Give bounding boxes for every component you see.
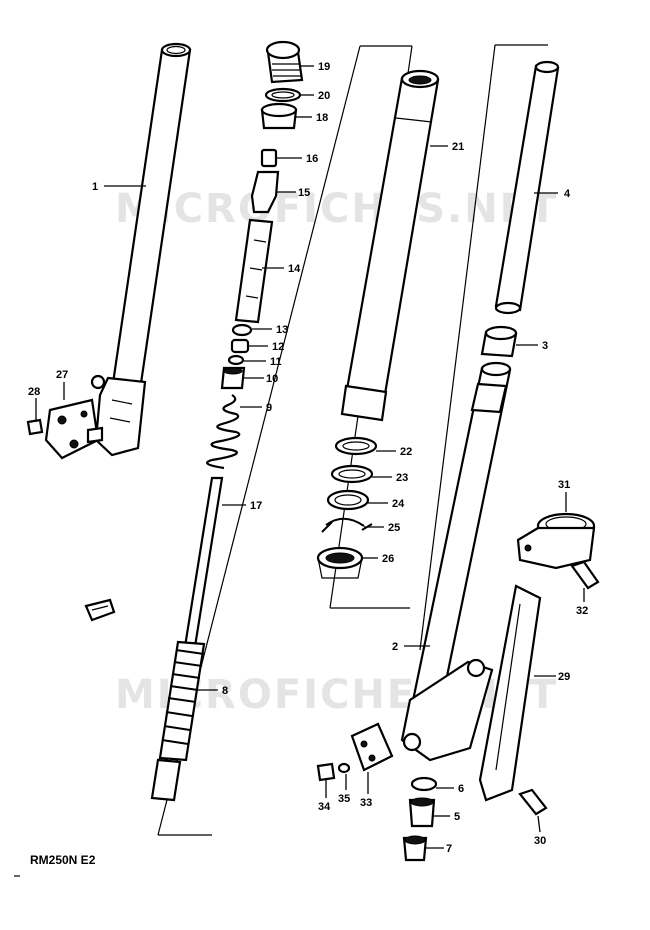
loose-nut bbox=[84, 598, 116, 622]
part-3-collar bbox=[480, 325, 518, 358]
part-12-collar bbox=[230, 338, 250, 354]
callout-13: 13 bbox=[276, 324, 288, 336]
callout-15: 15 bbox=[298, 187, 310, 199]
part-18-washer bbox=[260, 102, 298, 130]
part-13-ring bbox=[231, 323, 253, 337]
callout-30: 30 bbox=[534, 835, 546, 847]
callout-19: 19 bbox=[318, 61, 330, 73]
callout-17: 17 bbox=[250, 500, 262, 512]
callout-14: 14 bbox=[288, 263, 301, 275]
reference-code: RM250N E2 bbox=[30, 853, 96, 867]
callout-labels: 1 2 3 4 5 6 7 8 9 10 11 12 13 14 15 16 1… bbox=[28, 61, 588, 855]
part-2-inner-tube-lower bbox=[400, 361, 512, 762]
part-24-oil-seal bbox=[326, 489, 370, 511]
leader-lines bbox=[35, 65, 585, 849]
part-10-nut bbox=[220, 366, 246, 390]
callout-35: 35 bbox=[338, 793, 350, 805]
part-8-fork-spring bbox=[150, 640, 206, 802]
callout-3: 3 bbox=[542, 340, 548, 352]
callout-7: 7 bbox=[446, 843, 452, 855]
callout-22: 22 bbox=[400, 446, 412, 458]
callout-29: 29 bbox=[558, 671, 570, 683]
part-5-bolt bbox=[408, 797, 436, 828]
part-31-guard-clamp bbox=[516, 512, 596, 570]
part-33-caliper-bracket bbox=[350, 722, 394, 772]
callout-6: 6 bbox=[458, 783, 464, 795]
part-21-outer-tube bbox=[340, 69, 440, 422]
part-9-rebound-spring bbox=[206, 394, 241, 470]
callout-4: 4 bbox=[564, 188, 571, 200]
callout-20: 20 bbox=[318, 90, 330, 102]
part-11-clip bbox=[227, 354, 245, 366]
part-32-bolt bbox=[570, 560, 600, 590]
callout-34: 34 bbox=[318, 801, 331, 813]
callout-2: 2 bbox=[392, 641, 398, 653]
callout-16: 16 bbox=[306, 153, 318, 165]
part-20-o-ring bbox=[264, 87, 302, 103]
callout-24: 24 bbox=[392, 498, 405, 510]
callout-27: 27 bbox=[56, 369, 68, 381]
callout-18: 18 bbox=[316, 112, 328, 124]
callout-23: 23 bbox=[396, 472, 408, 484]
callout-21: 21 bbox=[452, 141, 464, 153]
part-7-cap bbox=[402, 835, 428, 862]
callout-25: 25 bbox=[388, 522, 400, 534]
part-6-gasket bbox=[410, 776, 438, 792]
callout-10: 10 bbox=[266, 373, 278, 385]
callout-32: 32 bbox=[576, 605, 588, 617]
part-23-washer bbox=[330, 464, 374, 484]
part-35-washer bbox=[337, 762, 351, 774]
callout-11: 11 bbox=[270, 356, 282, 368]
part-28-bolt bbox=[26, 418, 44, 436]
part-4-inner-tube bbox=[494, 60, 560, 315]
part-1-outer-tube-left bbox=[90, 42, 192, 457]
part-15-spacer bbox=[250, 170, 280, 214]
callout-9: 9 bbox=[266, 402, 272, 414]
callout-31: 31 bbox=[558, 479, 570, 491]
callout-12: 12 bbox=[272, 341, 284, 353]
part-22-bushing bbox=[334, 436, 378, 456]
part-14-spring-guide bbox=[234, 218, 274, 324]
watermark-top: MICROFICHES.NET bbox=[115, 186, 558, 232]
part-27-brake-bracket bbox=[44, 398, 104, 460]
callout-5: 5 bbox=[454, 811, 460, 823]
callout-8: 8 bbox=[222, 685, 228, 697]
part-29-fork-guard bbox=[478, 584, 542, 802]
part-30-bolt bbox=[518, 788, 548, 816]
callout-1: 1 bbox=[92, 181, 98, 193]
part-34-plug bbox=[316, 762, 336, 782]
part-25-stopper-ring bbox=[321, 517, 373, 533]
part-26-dust-seal bbox=[316, 546, 364, 579]
callout-28: 28 bbox=[28, 386, 40, 398]
bracket-inner-tube bbox=[419, 44, 548, 651]
part-19-cap-bolt bbox=[265, 40, 304, 84]
part-16-nut bbox=[260, 148, 278, 168]
callout-33: 33 bbox=[360, 797, 372, 809]
callout-26: 26 bbox=[382, 553, 394, 565]
